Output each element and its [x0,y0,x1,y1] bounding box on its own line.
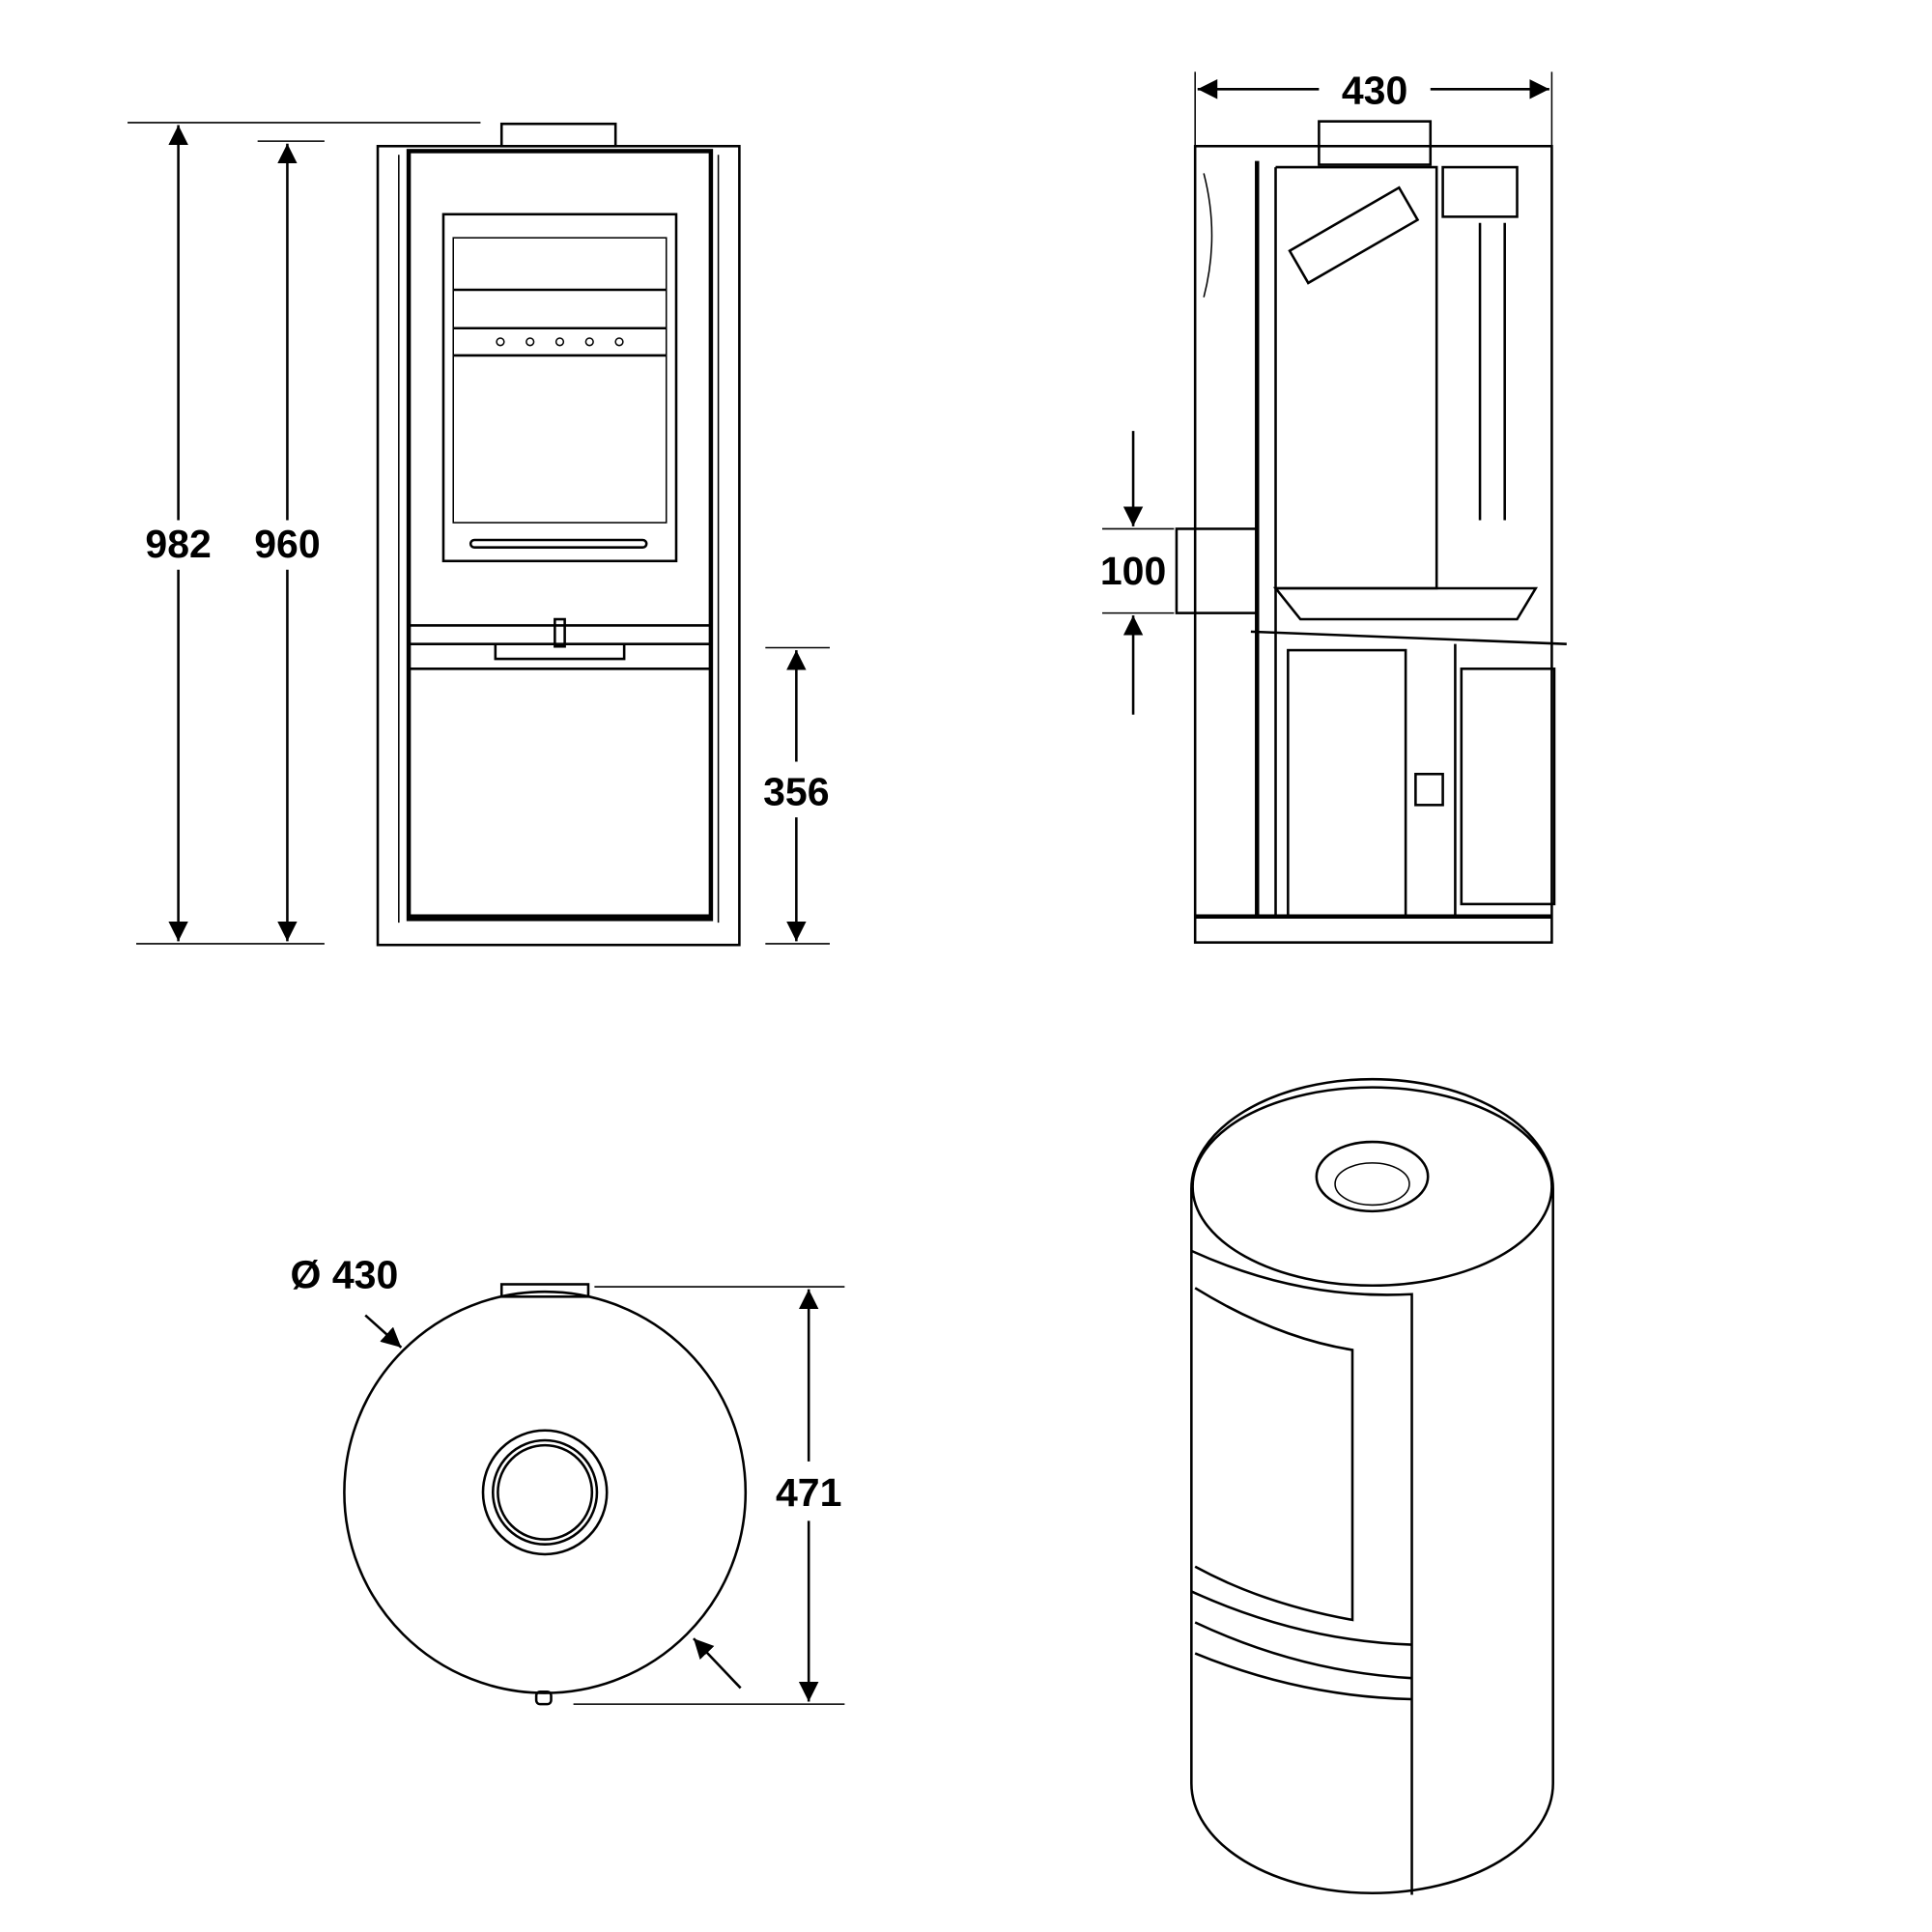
front-view [376,122,741,947]
front-dimensions: 982 960 356 [128,122,830,945]
top-dimensions: Ø 430 471 [291,1252,845,1705]
dim-diameter-430: Ø 430 [291,1252,399,1296]
dim-430-width: 430 [1342,69,1407,113]
perspective-view [1190,1077,1554,1895]
side-dimensions: 430 100 [1100,69,1553,715]
dim-356: 356 [763,769,829,813]
dim-960: 960 [254,522,320,566]
side-view [1175,120,1567,944]
top-view [343,1283,748,1706]
dim-100: 100 [1100,549,1166,593]
air-holes [496,337,624,347]
dim-982: 982 [145,522,211,566]
dim-471: 471 [776,1470,841,1515]
